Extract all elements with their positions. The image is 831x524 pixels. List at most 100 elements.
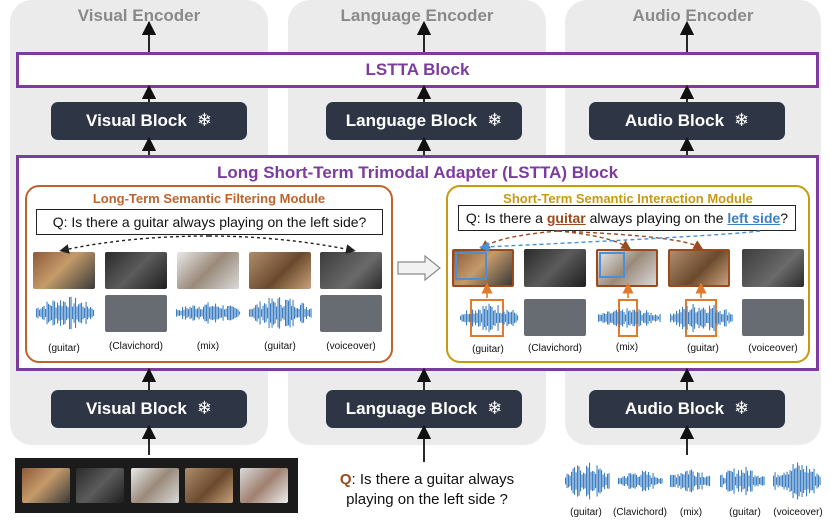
waveform-bar	[730, 314, 732, 322]
waveform-bar	[239, 311, 241, 315]
waveform-bar	[706, 313, 708, 323]
waveform-bar	[722, 313, 724, 323]
waveform-bar	[303, 303, 305, 323]
waveform-bar	[249, 309, 251, 317]
waveform-bar	[82, 306, 84, 320]
waveform-bar	[497, 305, 499, 331]
audio-caption: (guitar)	[472, 344, 504, 355]
bottom-question: Q: Is there a guitar always playing on t…	[322, 470, 532, 510]
q-prefix: Q	[339, 471, 352, 488]
waveform-bar	[228, 305, 230, 321]
waveform-bar	[78, 304, 80, 322]
waveform-bar	[695, 312, 697, 324]
waveform-bar	[262, 305, 264, 321]
waveform-bar	[614, 310, 616, 326]
waveform-bar	[692, 304, 694, 332]
waveform-bar	[514, 312, 516, 324]
long-term-attention-arrows	[59, 235, 356, 254]
waveform-bar	[701, 472, 703, 490]
waveform-bar	[204, 304, 206, 322]
waveform-bar	[682, 306, 684, 330]
waveform-bar	[54, 301, 56, 325]
long-term-module-title: Long-Term Semantic Filtering Module	[92, 191, 326, 206]
waveform-bar	[291, 305, 293, 321]
waveform-bar	[72, 306, 74, 320]
short-term-question: Q: Is there a guitar always playing on t…	[458, 205, 796, 231]
visual-block-label: Visual Block	[86, 111, 187, 130]
waveform-bar	[653, 315, 655, 321]
waveform-bar	[713, 304, 715, 332]
waveform-bar	[36, 308, 38, 318]
waveform-bar	[46, 301, 48, 325]
waveform-bar	[602, 313, 604, 323]
waveform-bar	[630, 473, 632, 489]
waveform-bar	[48, 303, 50, 323]
video-frame-thumbnail	[742, 249, 804, 287]
waveform-bar	[779, 476, 781, 486]
waveform-bar	[575, 472, 577, 490]
waveform-bar	[724, 478, 726, 484]
language-encoder-title: Language Encoder	[340, 6, 494, 25]
waveform-bar	[601, 314, 603, 322]
waveform-bar	[73, 303, 75, 323]
waveform-bar	[467, 314, 469, 322]
waveform-bar	[43, 305, 45, 321]
waveform-bar	[613, 311, 615, 325]
lstta-block-label: LSTTA Block	[365, 60, 470, 79]
waveform-bar	[818, 474, 820, 488]
waveform-bar	[300, 304, 302, 322]
waveform-bar	[628, 473, 630, 489]
waveform-bar	[70, 296, 72, 330]
waveform-bar	[673, 475, 675, 487]
audio-visual-arrows	[481, 282, 707, 298]
waveform-bar	[685, 471, 687, 491]
waveform-bar	[719, 311, 721, 325]
waveform-bar	[191, 307, 193, 319]
waveform-bar	[688, 312, 690, 324]
visual-block-bottom: Visual Block ❄	[51, 390, 247, 428]
waveform-bar	[592, 471, 594, 491]
waveform-bar	[745, 466, 747, 496]
waveform-bar	[671, 474, 673, 488]
waveform-bar	[655, 314, 657, 322]
waveform-bar	[212, 306, 214, 321]
waveform-bar	[581, 474, 583, 488]
waveform-bar	[629, 310, 631, 326]
waveform-bar	[509, 312, 511, 324]
waveform-bar	[490, 306, 492, 330]
waveform-bar	[285, 299, 287, 327]
waveform-bar	[271, 298, 273, 328]
waveform-bar	[584, 473, 586, 489]
waveform-bar	[270, 303, 272, 323]
waveform-bar	[721, 314, 723, 322]
waveform-bar	[611, 312, 613, 323]
waveform-bar	[93, 310, 95, 316]
waveform-bar	[726, 472, 728, 490]
waveform-bar	[259, 301, 261, 325]
waveform-bar	[469, 313, 471, 323]
waveform-bar	[631, 312, 633, 324]
waveform-bar	[701, 308, 703, 328]
waveform-bar	[718, 312, 720, 324]
waveform-bar	[463, 314, 465, 322]
short-term-question-suffix: ?	[780, 210, 789, 226]
waveform-bar	[482, 306, 484, 330]
flow-arrows	[141, 20, 695, 462]
waveform-bar	[185, 306, 187, 320]
waveform-bar	[674, 474, 676, 488]
waveform-bar	[623, 312, 625, 324]
waveform-bar	[670, 475, 672, 487]
audio-block-bottom: Audio Block ❄	[589, 390, 785, 428]
audio-block-label: Audio Block	[624, 399, 725, 418]
waveform-bar	[810, 471, 812, 491]
waveform-bar	[674, 314, 676, 322]
waveform-bar	[809, 469, 811, 494]
waveform-bar	[747, 470, 749, 492]
waveform-bar	[627, 476, 629, 486]
waveform-bar	[798, 465, 800, 497]
waveform-bar	[602, 474, 604, 488]
waveform-bar	[194, 305, 196, 321]
waveform-bar	[815, 476, 817, 486]
waveform-bar	[198, 306, 200, 320]
